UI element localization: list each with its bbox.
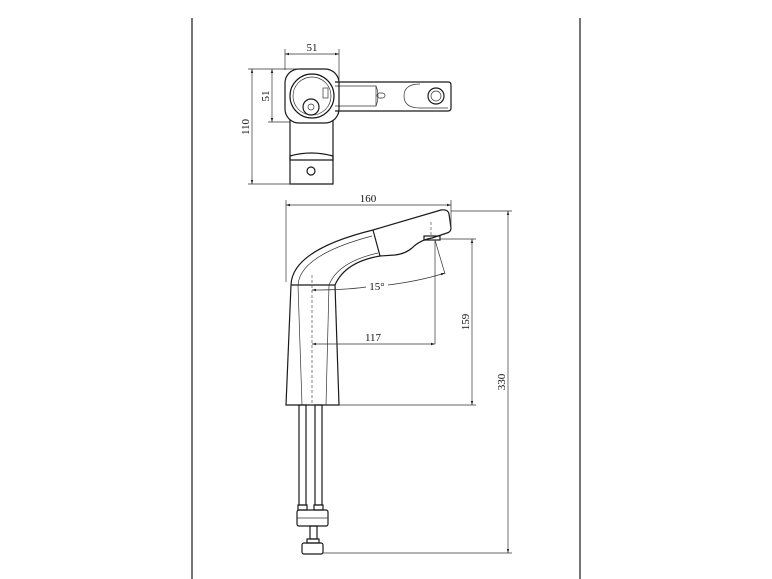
angle-label: 15° xyxy=(369,281,384,293)
top-dimensions: 51 51 110 xyxy=(240,42,340,185)
side-dimensions: 160 330 159 117 15° xyxy=(285,193,512,554)
top-width-label: 51 xyxy=(307,42,318,54)
top-head-height-label: 51 xyxy=(260,91,272,102)
spout-height-label: 159 xyxy=(460,313,472,330)
drawing-frame xyxy=(191,18,581,579)
sensor-icon xyxy=(427,87,445,105)
side-view: 160 330 159 117 15° xyxy=(285,193,512,555)
top-view: 51 51 110 xyxy=(240,42,452,185)
overall-height-label: 330 xyxy=(496,373,508,390)
reach-label: 117 xyxy=(365,332,382,344)
overall-width-label: 160 xyxy=(360,193,377,205)
faucet-top-outline xyxy=(284,68,452,185)
faucet-side-outline xyxy=(285,209,452,406)
top-depth-label: 110 xyxy=(240,118,252,135)
supply-hoses xyxy=(296,404,329,555)
